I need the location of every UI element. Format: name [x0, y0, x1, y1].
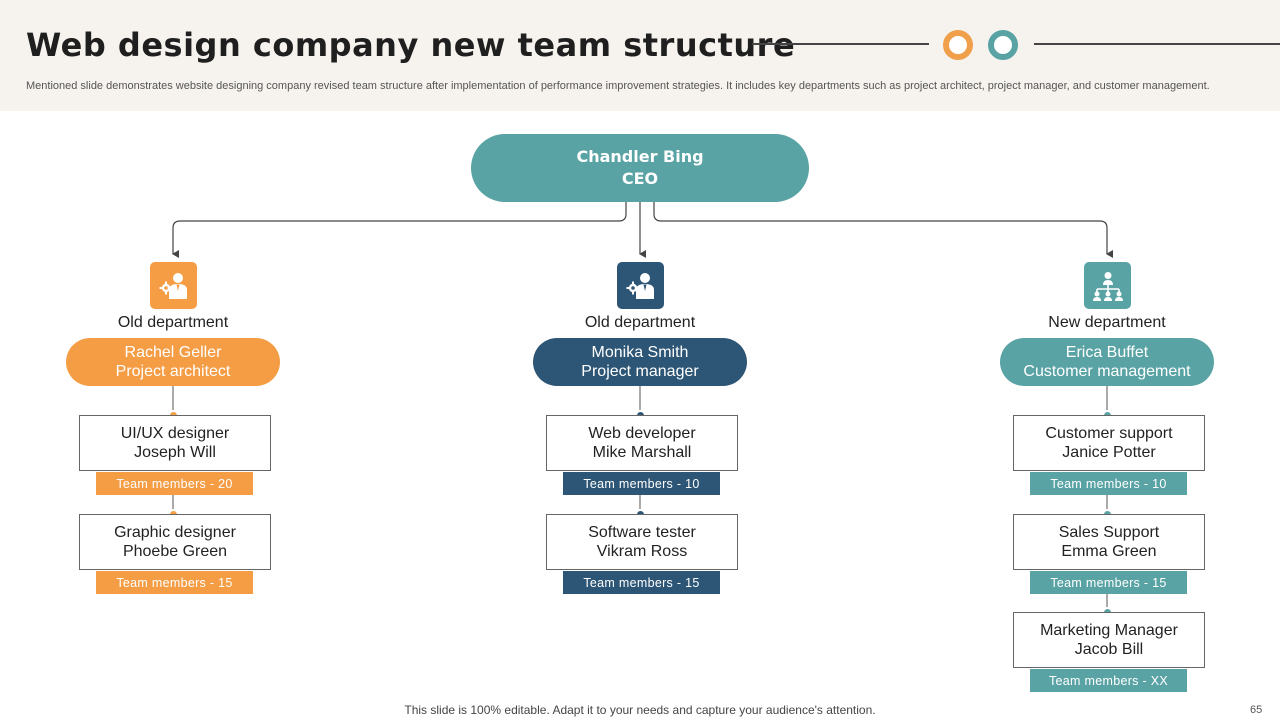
member-name: Joseph Will	[134, 444, 216, 461]
head-name: Erica Buffet	[1065, 344, 1149, 361]
member-card: Software tester Vikram Ross	[546, 514, 738, 570]
head-role: Project architect	[115, 363, 231, 380]
slide-title: Web design company new team structure	[26, 26, 796, 64]
ceo-role: CEO	[621, 169, 659, 188]
team-count-bar: Team members - 20	[96, 472, 253, 495]
member-name: Emma Green	[1061, 543, 1157, 560]
team-count-bar: Team members - 15	[96, 571, 253, 594]
department-head-pill: Monika Smith Project manager	[533, 338, 747, 386]
ceo-node: Chandler Bing CEO	[471, 134, 809, 202]
team-count: Team members - XX	[1048, 673, 1169, 688]
team-count: Team members - 15	[116, 575, 233, 590]
team-count-bar: Team members - 10	[1030, 472, 1187, 495]
head-role: Project manager	[581, 363, 699, 380]
department-label: New department	[1048, 314, 1166, 331]
connector-left	[172, 202, 627, 258]
member-name: Vikram Ross	[596, 543, 688, 560]
member-card: Marketing Manager Jacob Bill	[1013, 612, 1205, 668]
member-name: Phoebe Green	[122, 543, 228, 560]
team-count: Team members - 10	[583, 476, 700, 491]
department-head-pill: Erica Buffet Customer management	[1000, 338, 1214, 386]
member-name: Janice Potter	[1062, 444, 1156, 461]
department-head-pill: Rachel Geller Project architect	[66, 338, 280, 386]
member-card: UI/UX designer Joseph Will	[79, 415, 271, 471]
team-count: Team members - 15	[583, 575, 700, 590]
team-count-bar: Team members - 15	[563, 571, 720, 594]
department-label: Old department	[584, 314, 696, 331]
slide-description: Mentioned slide demonstrates website des…	[26, 80, 1210, 92]
manager-gear-icon	[150, 262, 197, 309]
member-card: Sales Support Emma Green	[1013, 514, 1205, 570]
accent-dot-teal	[988, 30, 1018, 60]
member-role: Marketing Manager	[1040, 622, 1178, 639]
head-role: Customer management	[1023, 363, 1191, 380]
team-count: Team members - 10	[1050, 476, 1167, 491]
title-rule-right	[1034, 43, 1280, 45]
team-count-bar: Team members - 15	[1030, 571, 1187, 594]
connector-right	[653, 202, 1113, 258]
page-number: 65	[1250, 704, 1263, 716]
member-name: Jacob Bill	[1074, 641, 1144, 658]
member-role: Sales Support	[1058, 524, 1160, 541]
title-rule-left	[752, 43, 929, 45]
department-label: Old department	[117, 314, 229, 331]
member-role: Web developer	[588, 425, 696, 442]
member-card: Web developer Mike Marshall	[546, 415, 738, 471]
ceo-name: Chandler Bing	[576, 147, 704, 166]
member-role: Graphic designer	[114, 524, 236, 541]
member-role: UI/UX designer	[120, 425, 230, 442]
team-count: Team members - 15	[1050, 575, 1167, 590]
header-band: Web design company new team structure Me…	[0, 0, 1280, 111]
org-chart-icon	[1084, 262, 1131, 309]
accent-dot-orange	[943, 30, 973, 60]
member-card: Graphic designer Phoebe Green	[79, 514, 271, 570]
team-count-bar: Team members - 10	[563, 472, 720, 495]
team-count: Team members - 20	[116, 476, 233, 491]
member-name: Mike Marshall	[592, 444, 692, 461]
head-name: Monika Smith	[591, 344, 689, 361]
member-card: Customer support Janice Potter	[1013, 415, 1205, 471]
member-role: Customer support	[1045, 425, 1173, 442]
head-name: Rachel Geller	[124, 344, 222, 361]
member-role: Software tester	[588, 524, 696, 541]
manager-gear-icon	[617, 262, 664, 309]
footer-note: This slide is 100% editable. Adapt it to…	[404, 703, 876, 717]
team-count-bar: Team members - XX	[1030, 669, 1187, 692]
